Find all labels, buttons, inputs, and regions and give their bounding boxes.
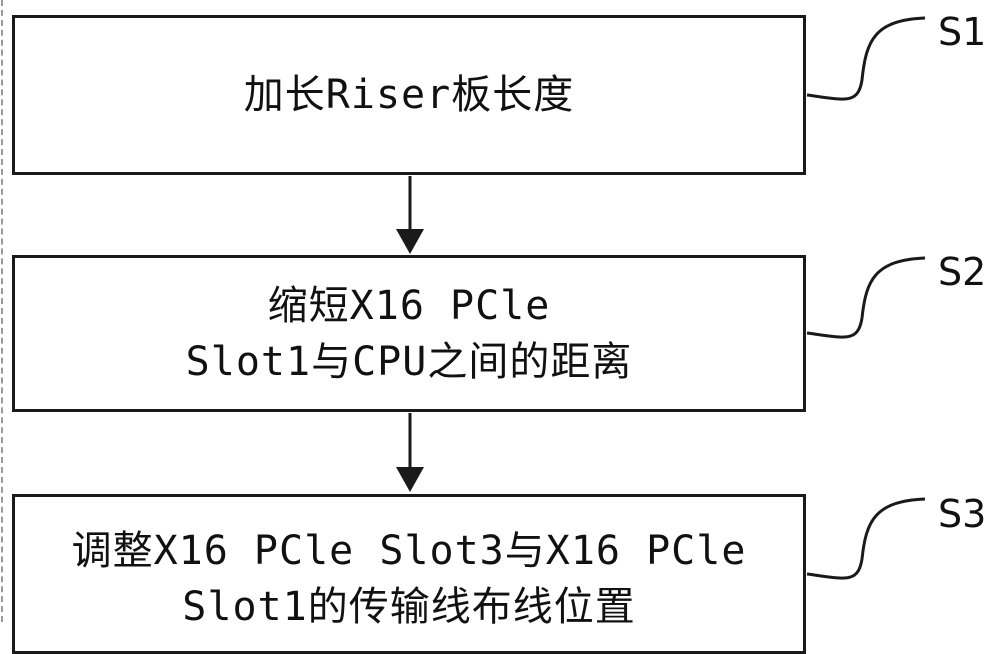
step-box-s3: 调整X16 PCle Slot3与X16 PCle Slot1的传输线布线位置	[12, 494, 806, 654]
step-text-s1: 加长Riser板长度	[243, 72, 575, 118]
step-box-s1: 加长Riser板长度	[12, 15, 806, 175]
flow-arrow-s2-s3	[396, 413, 424, 492]
step-label-s3: S3	[938, 492, 987, 536]
step-text-s3: 调整X16 PCle Slot3与X16 PCle Slot1的传输线布线位置	[71, 528, 747, 630]
step-label-s2: S2	[938, 250, 987, 294]
leader-line-s1	[806, 16, 926, 101]
step-box-s2: 缩短X16 PCle Slot1与CPU之间的距离	[12, 255, 806, 412]
flow-arrow-s1-s2	[396, 176, 424, 254]
step-text-s2: 缩短X16 PCle Slot1与CPU之间的距离	[185, 282, 633, 385]
step-label-s1: S1	[938, 10, 987, 54]
leader-line-s2	[806, 256, 926, 339]
leader-line-s3	[806, 497, 926, 580]
page-edge-dash	[1, 0, 3, 622]
